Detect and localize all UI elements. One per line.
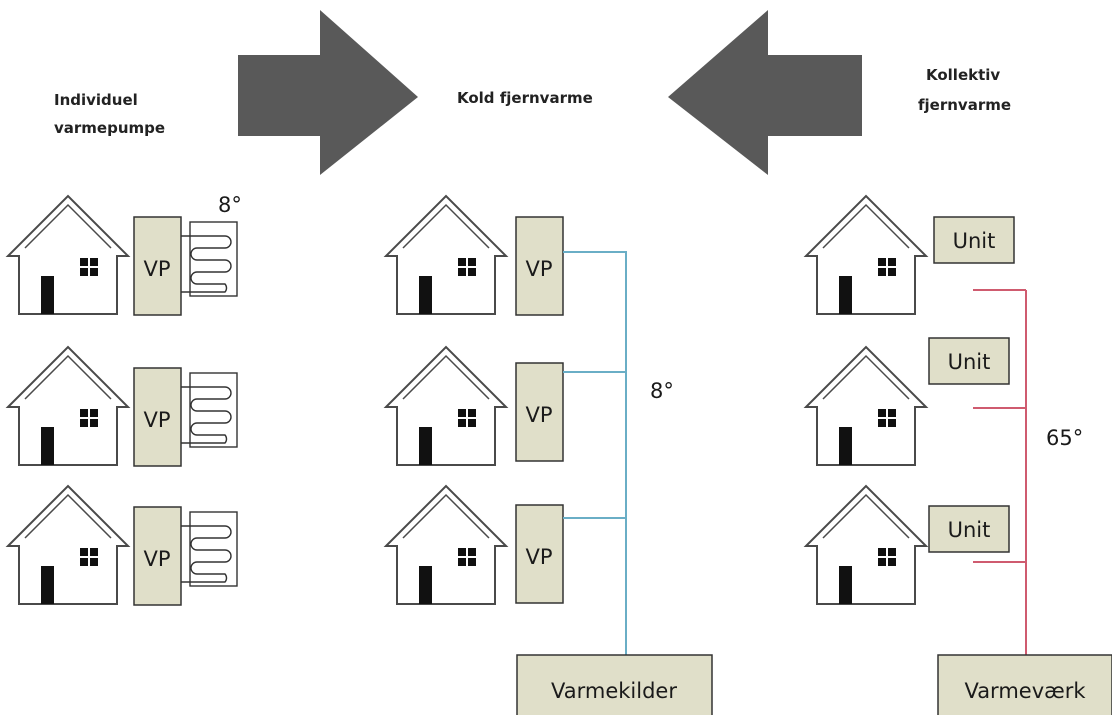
substation-unit-box — [933, 216, 1015, 264]
heat-pump-label: VP — [525, 545, 552, 569]
house-icon — [5, 194, 131, 315]
heat-source-label: Varmekilder — [551, 679, 677, 703]
right-pointing-arrow — [238, 10, 418, 175]
heat-pump-label: VP — [143, 547, 170, 571]
heat-source-box — [516, 654, 713, 715]
ground-coil-icon — [181, 511, 238, 587]
heat-pump-box — [133, 216, 182, 316]
heat-pump-label: VP — [143, 257, 170, 281]
house-icon — [383, 345, 509, 466]
heat-pump-box — [515, 504, 564, 604]
substation-unit-box — [928, 337, 1010, 385]
individual-temperature: 8° — [218, 193, 242, 217]
house-icon — [383, 484, 509, 605]
heading-collective-line1: Kollektiv — [926, 66, 1000, 84]
heat-pump-box — [515, 216, 564, 316]
heat-pump-label: VP — [525, 257, 552, 281]
substation-unit-label: Unit — [948, 518, 991, 542]
heat-pump-label: VP — [143, 408, 170, 432]
heat-pump-box — [133, 506, 182, 606]
heat-pump-box — [133, 367, 182, 467]
house-icon — [383, 194, 509, 315]
left-pointing-arrow — [668, 10, 862, 175]
ground-coil-icon — [181, 372, 238, 448]
substation-unit-label: Unit — [953, 229, 996, 253]
collective-temperature: 65° — [1046, 426, 1083, 450]
substation-unit-box — [928, 505, 1010, 553]
substation-unit-label: Unit — [948, 350, 991, 374]
house-icon — [803, 194, 929, 315]
heading-individual-line1: Individuel — [54, 91, 138, 109]
house-icon — [5, 345, 131, 466]
district-heating-plant-box — [937, 654, 1112, 715]
heat-pump-label: VP — [525, 403, 552, 427]
house-icon — [803, 484, 929, 605]
heading-individual-line2: varmepumpe — [54, 119, 165, 137]
heading-collective-line2: fjernvarme — [918, 96, 1011, 114]
house-icon — [5, 484, 131, 605]
heading-cold-district: Kold fjernvarme — [457, 89, 593, 107]
house-icon — [803, 345, 929, 466]
ground-coil-icon — [181, 221, 238, 297]
heat-pump-box — [515, 362, 564, 462]
district-heating-plant-label: Varmeværk — [964, 679, 1086, 703]
hot-pipe-network — [973, 289, 1027, 655]
cold-district-temperature: 8° — [650, 379, 674, 403]
cold-pipe-network — [563, 251, 627, 655]
